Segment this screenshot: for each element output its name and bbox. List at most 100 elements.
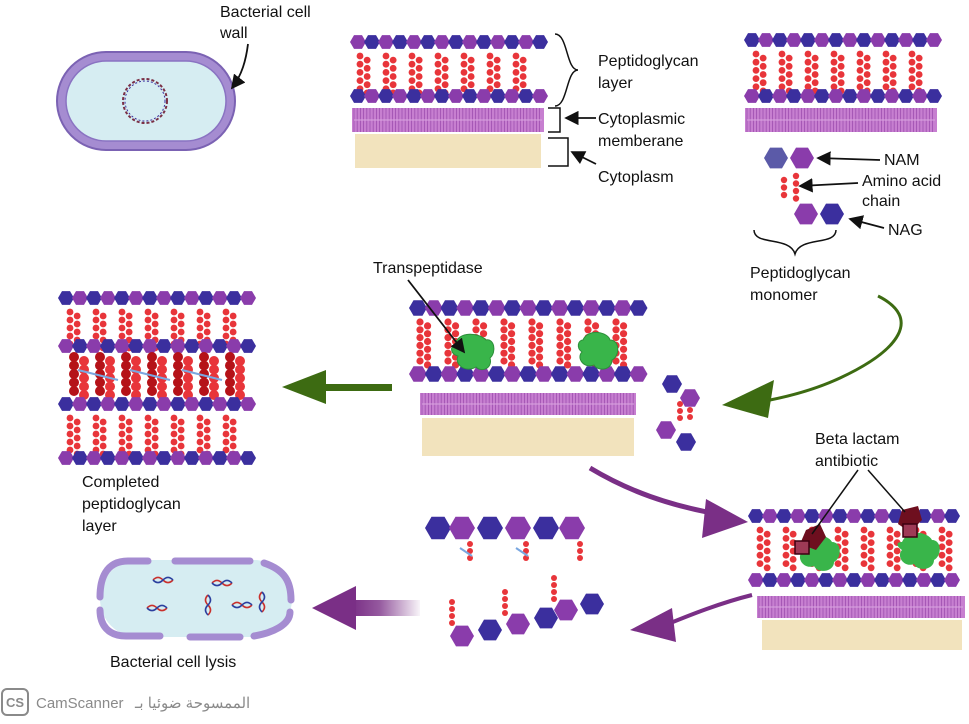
nam-hexagon [912,89,928,103]
nag-hexagon [424,366,443,382]
amino-acid-bead [512,52,520,60]
amino-acid-bead [612,357,620,365]
amino-acid-bead [144,438,152,446]
amino-acid-bead [144,332,152,340]
amino-acid-bead [535,337,544,346]
amino-acid-bead [612,326,620,334]
amino-acid-bead [92,422,100,430]
amino-acid-bead [92,430,100,438]
amino-acid-bead [389,81,397,89]
nag-hexagon [100,451,116,465]
amino-acid-bead [687,414,693,420]
nam-hexagon [58,339,74,353]
amino-acid-bead [423,337,432,346]
nag-hexagon [142,397,158,411]
amino-acid-bead [225,369,235,379]
amino-acid-bead [867,539,875,546]
amino-acid-bead [66,332,74,340]
nag-hexagon [472,300,490,316]
amino-acid-bead [792,187,800,195]
amino-acid-bead [451,322,460,330]
amino-acid-bead [196,332,204,340]
amino-acid-bead [493,81,501,89]
svg-text:Cytoplasmic: Cytoplasmic [598,111,685,128]
amino-acid-bead [444,341,452,349]
nag-hexagon [818,573,834,587]
amino-acid-bead [867,547,875,555]
nam-hexagon [786,33,802,47]
amino-acid-bead [500,318,508,326]
nag-hexagon [676,433,696,451]
amino-acid-bead [73,418,81,426]
amino-acid-bead [203,328,211,336]
amino-acid-bead [173,386,183,396]
amino-acid-bead [863,62,871,70]
amino-acid-bead [804,67,812,74]
amino-acid-bead [619,345,628,353]
svg-text:memberane: memberane [598,133,683,150]
amino-acid-bead [151,418,159,426]
amino-acid-bead [408,60,416,68]
amino-acid-bead [173,369,183,379]
amino-acid-bead [500,357,508,365]
amino-acid-bead [196,308,204,316]
svg-text:الممسوحة ضوئيا بـ: الممسوحة ضوئيا بـ [134,695,250,712]
amino-acid-bead [591,322,600,330]
amino-acid-bead [938,551,946,559]
amino-acid-bead [121,352,131,362]
amino-acid-bead [382,69,390,76]
nag-hexagon [926,89,942,103]
amino-acid-bead [203,418,211,426]
amino-acid-bead [763,530,771,538]
amino-acid-bead [460,60,468,68]
amino-acid-bead [95,360,105,371]
amino-acid-bead [79,381,89,392]
amino-acid-bead [759,54,767,62]
nag-hexagon [364,35,380,49]
nam-hexagon [926,33,942,47]
amino-acid-bead [915,79,923,87]
amino-acid-bead [157,364,167,375]
amino-acid-bead [415,81,423,89]
nam-hexagon [72,291,88,305]
amino-acid-bead [519,56,527,64]
amino-acid-bead [551,589,557,595]
nam-hexagon [504,89,520,103]
amino-acid-bead [479,330,488,338]
nam-hexagon [100,397,116,411]
amino-acid-bead [577,541,583,547]
amino-acid-bead [222,316,230,324]
amino-acid-bead [203,442,211,450]
amino-acid-bead [860,551,868,559]
svg-text:NAG: NAG [888,222,923,239]
nag-hexagon [184,451,200,465]
amino-acid-bead [170,438,178,446]
nam-hexagon [212,291,228,305]
amino-acid-bead [834,560,842,567]
nam-hexagon [842,33,858,47]
amino-acid-bead [173,377,183,388]
amino-acid-bead [118,324,126,332]
amino-acid-bead [752,75,760,82]
amino-acid-bead [222,422,230,430]
amino-acid-bead [528,357,536,365]
amino-acid-bead [908,50,916,58]
arrow-head-to-transpeptidase [722,380,774,418]
arrow-head-to-lysis [312,586,356,630]
amino-acid-bead [563,345,572,353]
amino-acid-bead [183,381,193,392]
nam-hexagon [794,203,818,225]
nag-hexagon [503,300,522,316]
nam-hexagon [240,291,256,305]
amino-acid-bead [551,575,557,581]
amino-acid-bead [416,349,424,357]
amino-acid-bead [118,422,126,430]
amino-acid-bead [199,352,209,362]
nam-hexagon [748,573,764,587]
nag-hexagon [762,573,778,587]
amino-acid-bead [147,352,157,362]
amino-acid-bead [125,426,133,434]
amino-acid-bead [863,79,871,87]
svg-text:chain: chain [862,193,900,210]
amino-acid-bead [467,73,475,80]
